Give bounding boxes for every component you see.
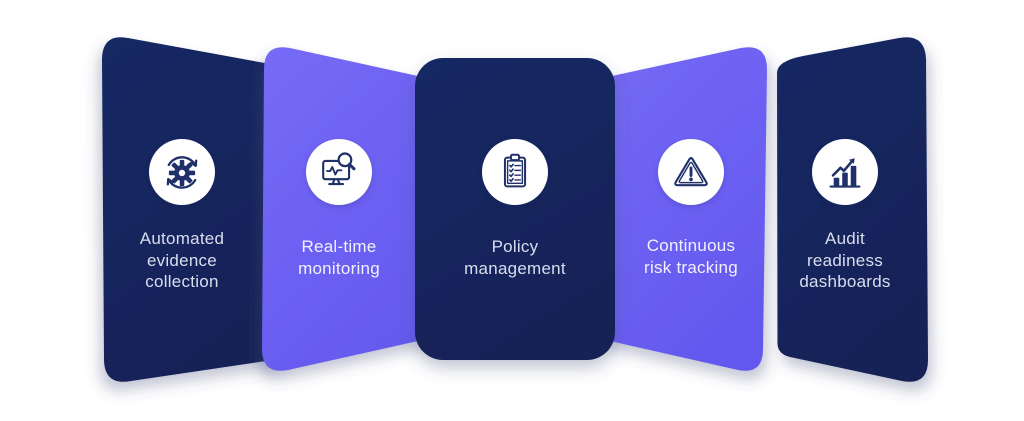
warning-triangle-icon-circle <box>658 139 724 205</box>
card-label: Audit readiness dashboards <box>799 229 891 291</box>
card-real-time-monitoring: Real-time monitoring <box>254 139 424 279</box>
card-3-shape <box>415 58 615 360</box>
gear-sync-icon-circle <box>149 139 215 205</box>
card-audit-readiness-dashboards: Audit readiness dashboards <box>760 139 930 293</box>
card-automated-evidence-collection: Automated evidence collection <box>97 139 267 293</box>
card-label: Real-time monitoring <box>298 237 380 278</box>
card-label: Policy management <box>464 237 566 278</box>
warning-triangle-icon <box>674 157 708 187</box>
card-label: Automated evidence collection <box>139 229 225 291</box>
card-5-shape <box>777 37 928 382</box>
card-label: Continuous risk tracking <box>644 236 738 277</box>
clipboard-checklist-icon-circle <box>482 139 548 205</box>
bar-chart-arrow-icon <box>829 158 861 188</box>
monitor-magnifier-icon <box>322 152 356 186</box>
gear-sync-icon <box>166 156 198 189</box>
card-continuous-risk-tracking: Continuous risk tracking <box>606 139 776 278</box>
clipboard-checklist-icon <box>503 153 527 188</box>
card-1-shape <box>102 37 292 382</box>
card-policy-management: Policy management <box>430 139 600 279</box>
bar-chart-arrow-icon-circle <box>812 139 878 205</box>
monitor-magnifier-icon-circle <box>306 139 372 205</box>
